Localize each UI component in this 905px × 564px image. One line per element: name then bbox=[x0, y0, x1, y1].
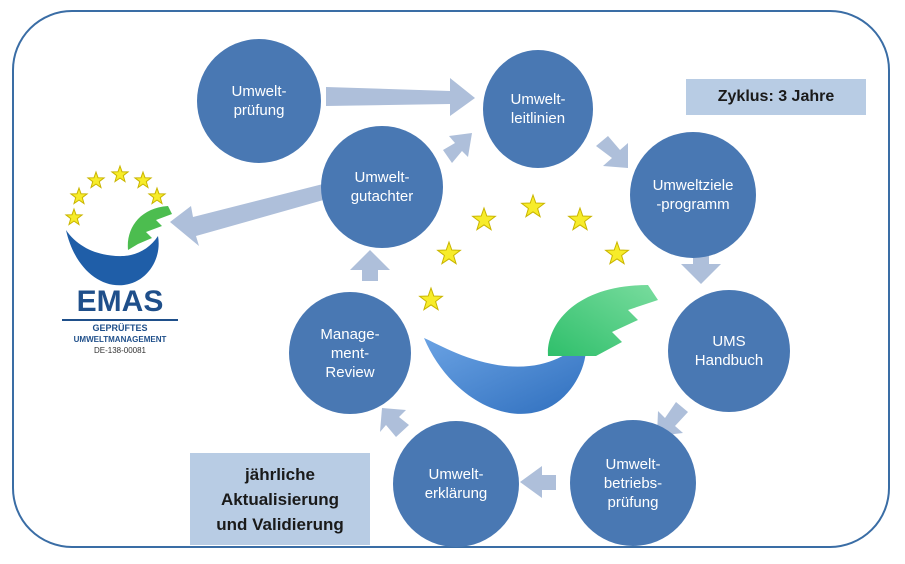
arrow-gutachter-to-leitlinien bbox=[443, 133, 472, 163]
star-icon bbox=[436, 240, 462, 265]
star-icon bbox=[69, 186, 89, 205]
node-umweltbetriebspruefung: Umwelt- betriebs- prüfung bbox=[570, 420, 696, 546]
emas-logo-registration: DE-138-00081 bbox=[93, 346, 147, 355]
arrow-erklaerung-to-review bbox=[380, 408, 409, 437]
emblem-wave-icon bbox=[424, 338, 586, 414]
star-icon bbox=[418, 286, 444, 311]
cycle-duration-label: Zyklus: 3 Jahre bbox=[717, 88, 835, 105]
emblem-stars bbox=[418, 193, 630, 311]
node-ums-handbuch: UMS Handbuch bbox=[668, 290, 790, 412]
node-label: Umwelt- leitlinien bbox=[510, 91, 566, 127]
arrow-ziele-to-handbuch bbox=[681, 253, 721, 284]
node-umweltleitlinien: Umwelt- leitlinien bbox=[483, 50, 593, 168]
cycle-arrows bbox=[170, 78, 721, 498]
arrow-review-to-gutachter bbox=[350, 250, 390, 281]
diagram-frame bbox=[12, 10, 890, 548]
star-icon bbox=[604, 240, 630, 265]
annual-update-label: jährliche Aktualisierung und Validierung bbox=[216, 464, 344, 534]
star-icon bbox=[86, 170, 106, 189]
annual-update-box: jährliche Aktualisierung und Validierung bbox=[190, 453, 370, 545]
emas-logo-divider bbox=[62, 319, 178, 321]
arrow-handbuch-to-betriebspruefung bbox=[657, 402, 688, 436]
node-umweltpruefung: Umwelt- prüfung bbox=[197, 39, 321, 163]
emas-logo-line1: GEPRÜFTES bbox=[92, 323, 148, 333]
node-label: Umwelt- gutachter bbox=[350, 169, 414, 205]
arrow-leitlinien-to-ziele bbox=[596, 136, 628, 168]
star-icon bbox=[471, 206, 497, 231]
cycle-duration-box: Zyklus: 3 Jahre bbox=[686, 79, 866, 115]
arrow-betriebspruefung-to-erklaerung bbox=[520, 466, 556, 498]
node-umwelterklaerung: Umwelt- erklärung bbox=[393, 421, 519, 547]
node-management-review: Manage- ment- Review bbox=[289, 292, 411, 414]
star-icon bbox=[110, 164, 130, 183]
logo-wave-icon bbox=[66, 230, 159, 286]
node-label: Umwelt- prüfung bbox=[231, 83, 287, 119]
star-icon bbox=[64, 207, 84, 226]
star-icon bbox=[520, 193, 546, 218]
node-label: Umwelt- betriebs- prüfung bbox=[603, 455, 663, 511]
emas-logo-line2: UMWELTMANAGEMENT bbox=[73, 335, 167, 344]
arrow-pruefung-to-leitlinien bbox=[326, 78, 475, 116]
node-label: Manage- ment- Review bbox=[320, 325, 380, 381]
node-umweltgutachter: Umwelt- gutachter bbox=[321, 126, 443, 248]
star-icon bbox=[567, 206, 593, 231]
star-icon bbox=[133, 170, 153, 189]
star-icon bbox=[147, 186, 167, 205]
logo-leaf-icon bbox=[127, 206, 172, 250]
node-label: Umweltziele -programm bbox=[652, 177, 734, 213]
node-label: UMS Handbuch bbox=[694, 333, 764, 369]
emas-logo bbox=[64, 164, 172, 286]
node-umweltziele-programm: Umweltziele -programm bbox=[630, 132, 756, 258]
node-label: Umwelt- erklärung bbox=[424, 466, 488, 502]
arrow-gutachter-to-logo bbox=[170, 184, 327, 246]
emblem-leaf-icon bbox=[547, 285, 658, 356]
emas-logo-name: EMAS bbox=[76, 285, 164, 318]
